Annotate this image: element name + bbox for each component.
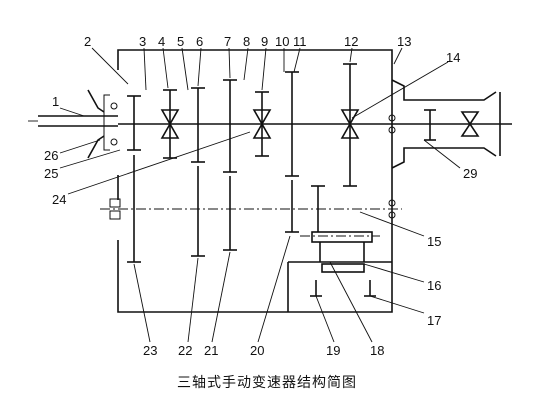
label-18: 18 [370,343,384,358]
label-6: 6 [196,34,203,49]
label-8: 8 [243,34,250,49]
label-19: 19 [326,343,340,358]
label-10: 10 [275,34,289,49]
label-22: 22 [178,343,192,358]
shafts [28,115,512,237]
rear-extension [391,79,501,169]
label-11: 11 [293,34,307,49]
label-17: 17 [427,313,441,328]
gearbox-housing [103,49,393,313]
countershaft-gears [127,155,376,297]
label-25: 25 [44,166,58,181]
label-23: 23 [143,343,157,358]
part-number-labels: 2 3 4 5 6 7 8 9 10 11 12 13 14 1 26 25 2… [44,34,477,358]
label-15: 15 [427,234,441,249]
front-flange [87,89,105,159]
label-1: 1 [52,94,59,109]
label-4: 4 [158,34,165,49]
label-20: 20 [250,343,264,358]
mainshaft-gears [127,63,360,187]
label-5: 5 [177,34,184,49]
leader-lines [59,47,461,343]
label-24: 24 [52,192,66,207]
label-7: 7 [224,34,231,49]
label-3: 3 [139,34,146,49]
label-16: 16 [427,278,441,293]
label-12: 12 [344,34,358,49]
label-14: 14 [446,50,460,65]
diagram-caption: 三轴式手动变速器结构简图 [177,375,357,391]
label-2: 2 [84,34,91,49]
label-13: 13 [397,34,411,49]
label-21: 21 [204,343,218,358]
bearings [109,102,396,220]
label-26: 26 [44,148,58,163]
label-9: 9 [261,34,268,49]
label-29: 29 [463,166,477,181]
